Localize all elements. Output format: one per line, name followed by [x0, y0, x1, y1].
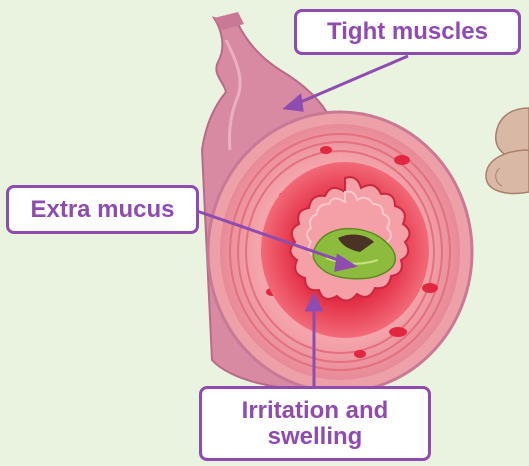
irritation-swelling-text: Irritation and swelling [242, 398, 389, 448]
tight-muscles-label: Tight muscles [294, 9, 521, 55]
arrow-tight-muscles [296, 56, 408, 104]
irritation-swelling-label: Irritation and swelling [199, 386, 431, 461]
extra-mucus-label: Extra mucus [6, 185, 199, 234]
airway-cross-section [208, 112, 472, 392]
finger-graphic [486, 108, 529, 193]
tight-muscles-text: Tight muscles [327, 18, 488, 46]
extra-mucus-text: Extra mucus [30, 196, 174, 224]
